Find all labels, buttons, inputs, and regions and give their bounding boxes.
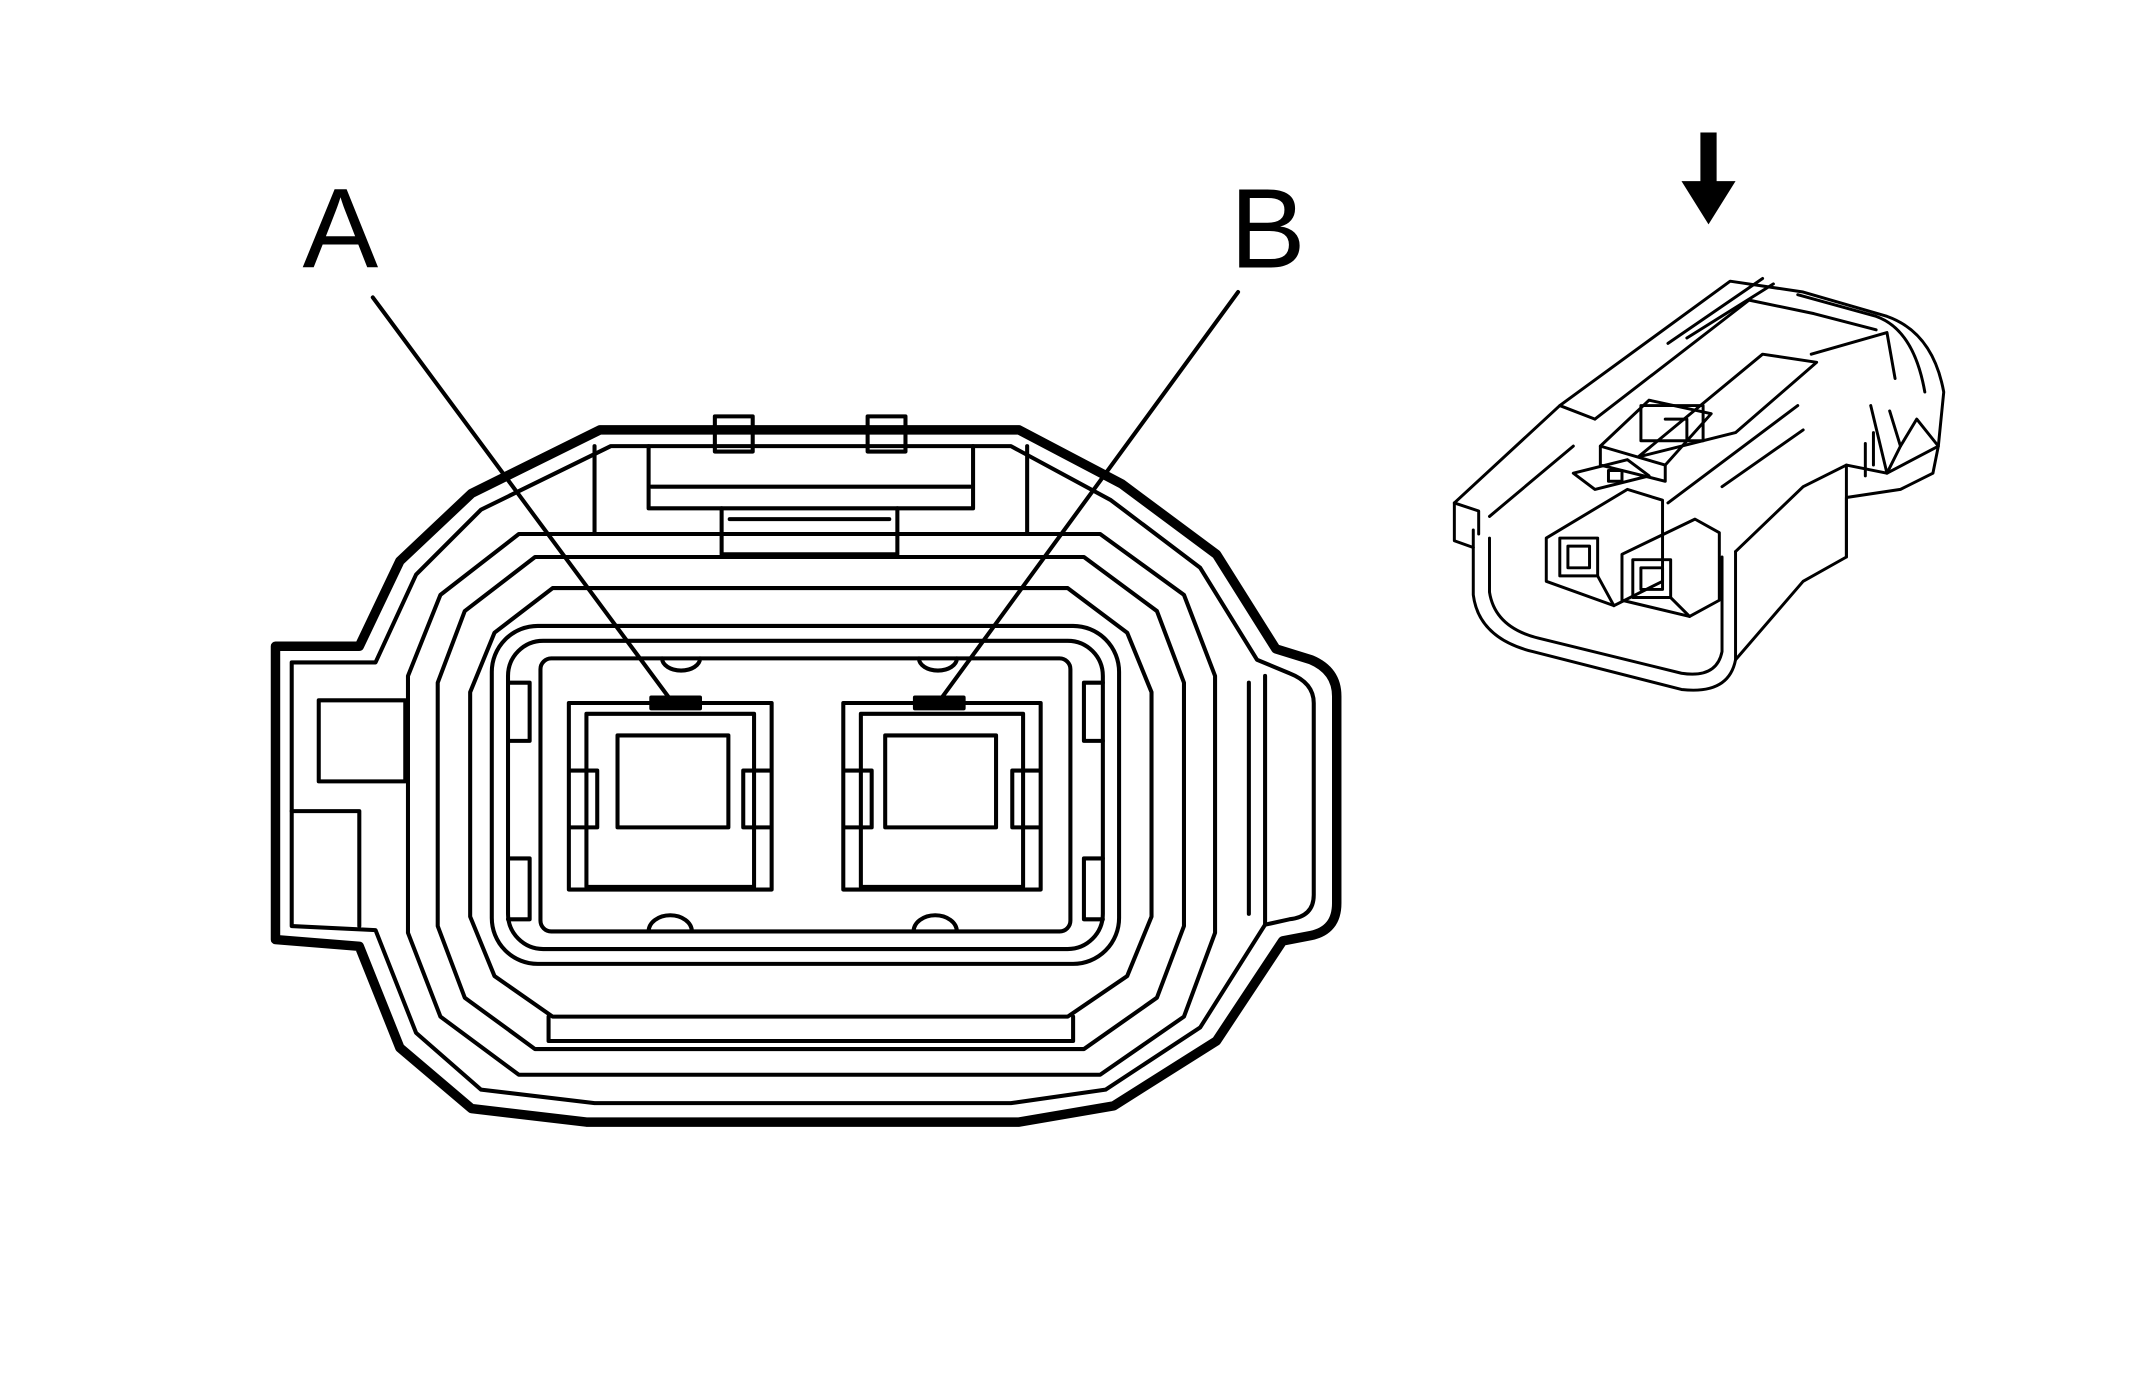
seal-ring-base-line [546,1014,1076,1043]
top-latch [592,414,1030,557]
connector-front-view [270,289,1342,1127]
housing-outer-outline [270,425,1342,1127]
left-latch-step [289,809,362,929]
leader-line-b [935,289,1241,706]
housing-outline-inner [289,444,1316,1106]
left-latch-tab [316,698,408,784]
down-arrow-icon [1681,132,1736,225]
mating-face-inner [1488,536,1724,676]
connector-isometric-view [1452,277,1946,692]
mating-face-outer [1471,528,1738,692]
terminal-b [841,695,1043,892]
seal-ring-inner [468,586,1154,1019]
terminal-a [566,695,774,892]
terminal-cavity-floor [538,656,1073,934]
seal-ring-middle [435,554,1186,1052]
pin-label-a: A [303,166,379,293]
top-latch-iso [1598,398,1713,483]
terminal-bumps [646,656,959,934]
terminal-pair-iso [1544,458,1721,618]
leader-line-a [370,295,675,706]
terminal-cavity-outer [489,623,1122,966]
body-top [1558,279,1946,475]
right-side-tab [1246,673,1268,927]
cavity-guide-ribs [505,680,1105,922]
seal-ring-outer [405,531,1218,1077]
terminal-cavity-inner [505,638,1105,952]
pin-label-b: B [1230,166,1306,293]
